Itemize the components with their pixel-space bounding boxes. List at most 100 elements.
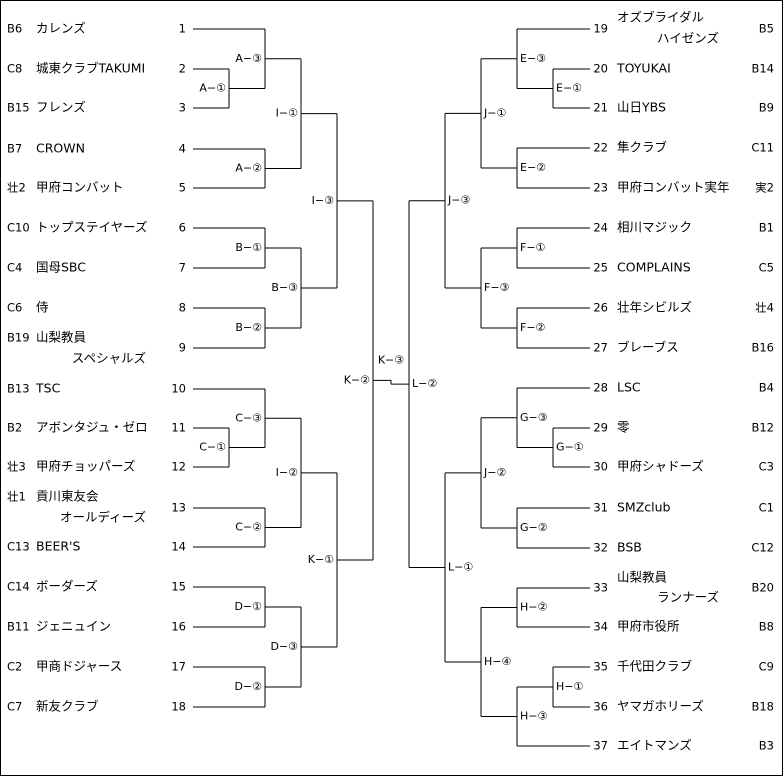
team-number: 24 — [593, 221, 608, 235]
match-label: L−① — [448, 560, 473, 573]
match-label: L−② — [412, 377, 437, 390]
match-label: I−① — [276, 107, 298, 120]
match-label: D−② — [234, 680, 262, 693]
team-number: 7 — [179, 261, 186, 275]
team-name: TOYUKAI — [616, 61, 671, 76]
match-label: E−③ — [520, 52, 546, 65]
team-number: 33 — [593, 581, 608, 595]
team-name: COMPLAINS — [617, 260, 691, 275]
team-seed: C4 — [7, 261, 22, 275]
team-number: 14 — [171, 540, 186, 554]
team-seed: B6 — [7, 22, 22, 36]
team-name: トップステイヤーズ — [36, 220, 148, 235]
team-seed: 実2 — [755, 181, 774, 195]
team-number: 32 — [593, 541, 608, 555]
team-name: 甲府シャドーズ — [617, 459, 704, 474]
match-label: C−③ — [235, 411, 262, 424]
team-seed: 壮4 — [755, 301, 774, 315]
match-label: K−② — [344, 373, 370, 386]
team-number: 22 — [593, 141, 608, 155]
team-name: 国母SBC — [36, 260, 86, 275]
team-name: オズブライダル — [617, 10, 704, 25]
match-label: B−② — [235, 321, 262, 334]
team-name: カレンズ — [36, 21, 86, 36]
team-number: 8 — [179, 301, 186, 315]
team-number: 34 — [593, 620, 608, 634]
match-label: K−③ — [378, 353, 404, 366]
team-seed: B16 — [751, 341, 774, 355]
team-seed: B7 — [7, 142, 22, 156]
team-name: 城東クラブTAKUMI — [36, 61, 145, 76]
team-number: 15 — [171, 580, 186, 594]
team-seed: C7 — [7, 700, 22, 714]
match-label: A−① — [199, 82, 226, 95]
team-seed: B18 — [751, 700, 774, 714]
team-seed: B19 — [7, 331, 30, 345]
team-number: 36 — [593, 700, 608, 714]
match-label: I−② — [276, 466, 298, 479]
team-number: 10 — [171, 382, 186, 396]
match-label: C−① — [199, 441, 226, 454]
team-number: 11 — [171, 421, 186, 435]
team-name: 甲商ドジャース — [36, 659, 122, 674]
match-label: J−③ — [447, 194, 470, 207]
team-number: 23 — [593, 181, 608, 195]
team-name: ハイゼンズ — [657, 31, 719, 46]
team-number: 4 — [179, 142, 186, 156]
team-number: 28 — [593, 381, 608, 395]
team-number: 30 — [593, 460, 608, 474]
match-label: C−② — [235, 521, 262, 534]
team-seed: 壮1 — [7, 490, 26, 504]
team-number: 20 — [593, 62, 608, 76]
team-number: 13 — [171, 501, 186, 515]
match-label: K−① — [308, 553, 334, 566]
team-number: 27 — [593, 341, 608, 355]
match-label: H−② — [520, 601, 547, 614]
team-name: ヤマガホリーズ — [617, 699, 704, 714]
team-seed: C9 — [759, 660, 774, 674]
team-name: オールディーズ — [60, 510, 146, 525]
team-name: 山日YBS — [617, 100, 666, 115]
match-label: G−③ — [520, 411, 548, 424]
team-number: 9 — [179, 341, 186, 355]
match-label: F−③ — [484, 281, 510, 294]
match-label: H−④ — [484, 655, 511, 668]
team-number: 19 — [593, 22, 608, 36]
match-label: B−③ — [271, 281, 298, 294]
team-number: 17 — [171, 660, 186, 674]
team-name: 千代田クラブ — [617, 659, 693, 674]
team-name: TSC — [35, 381, 61, 396]
team-name: SMZclub — [617, 500, 671, 515]
match-label: F−① — [520, 241, 546, 254]
team-number: 21 — [593, 101, 608, 115]
team-number: 12 — [171, 460, 186, 474]
team-seed: B4 — [759, 381, 774, 395]
match-label: A−② — [235, 162, 262, 175]
match-label: B−① — [235, 241, 262, 254]
team-name: 侍 — [36, 300, 49, 315]
team-seed: C5 — [759, 261, 774, 275]
team-seed: B5 — [759, 22, 774, 36]
team-name: アボンタジュ・ゼロ — [36, 420, 148, 435]
team-seed: B11 — [7, 620, 30, 634]
team-name: フレンズ — [36, 100, 86, 115]
team-name: ブレーブス — [617, 340, 679, 355]
team-number: 26 — [593, 301, 608, 315]
team-name: 甲府チョッパーズ — [36, 459, 135, 474]
match-label: A−③ — [235, 52, 262, 65]
team-seed: B15 — [7, 101, 30, 115]
team-seed: B9 — [759, 101, 774, 115]
team-number: 31 — [593, 501, 608, 515]
team-seed: B1 — [759, 221, 774, 235]
team-number: 16 — [171, 620, 186, 634]
team-name: 壮年シビルズ — [617, 300, 692, 315]
team-name: 山梨教員 — [617, 570, 668, 585]
match-label: J−① — [483, 106, 506, 119]
match-label: G−② — [520, 521, 548, 534]
team-seed: C2 — [7, 660, 22, 674]
team-number: 25 — [593, 261, 608, 275]
team-name: 相川マジック — [617, 220, 692, 235]
team-seed: 壮3 — [7, 460, 26, 474]
